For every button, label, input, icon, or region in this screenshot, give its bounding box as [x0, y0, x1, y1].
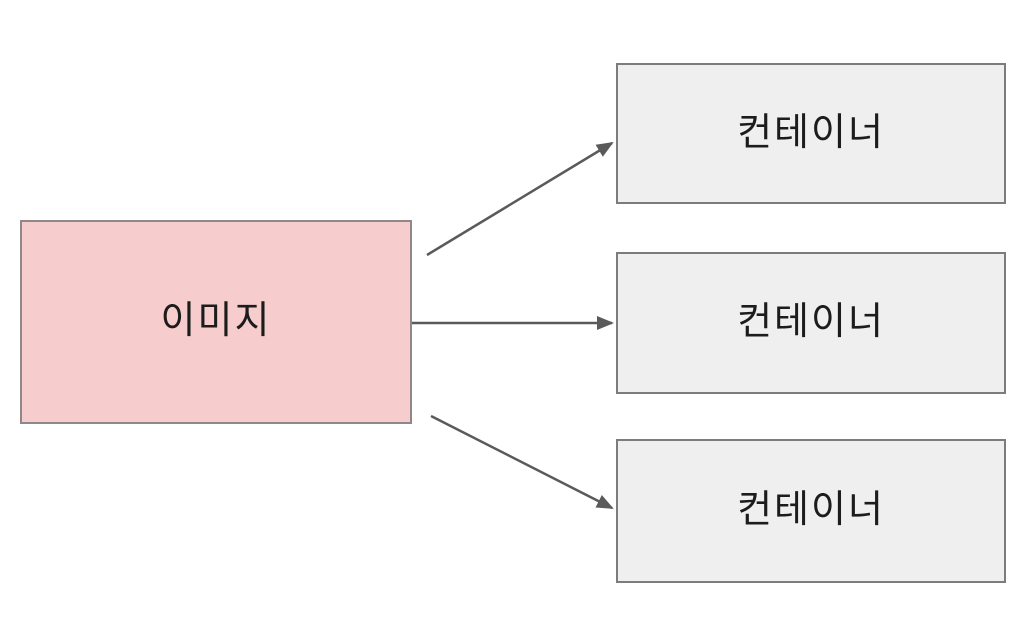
- arrow-image-to-container-1: [426, 141, 614, 257]
- arrow-image-to-container-3: [430, 414, 614, 510]
- node-container-2: 컨테이너: [616, 252, 1006, 394]
- node-container-1-label: 컨테이너: [737, 111, 885, 154]
- node-container-3: 컨테이너: [616, 439, 1006, 583]
- node-container-1: 컨테이너: [616, 63, 1006, 204]
- node-image-label: 이미지: [160, 300, 272, 343]
- node-image: 이미지: [20, 220, 412, 424]
- node-container-3-label: 컨테이너: [737, 489, 885, 532]
- node-container-2-label: 컨테이너: [737, 301, 885, 344]
